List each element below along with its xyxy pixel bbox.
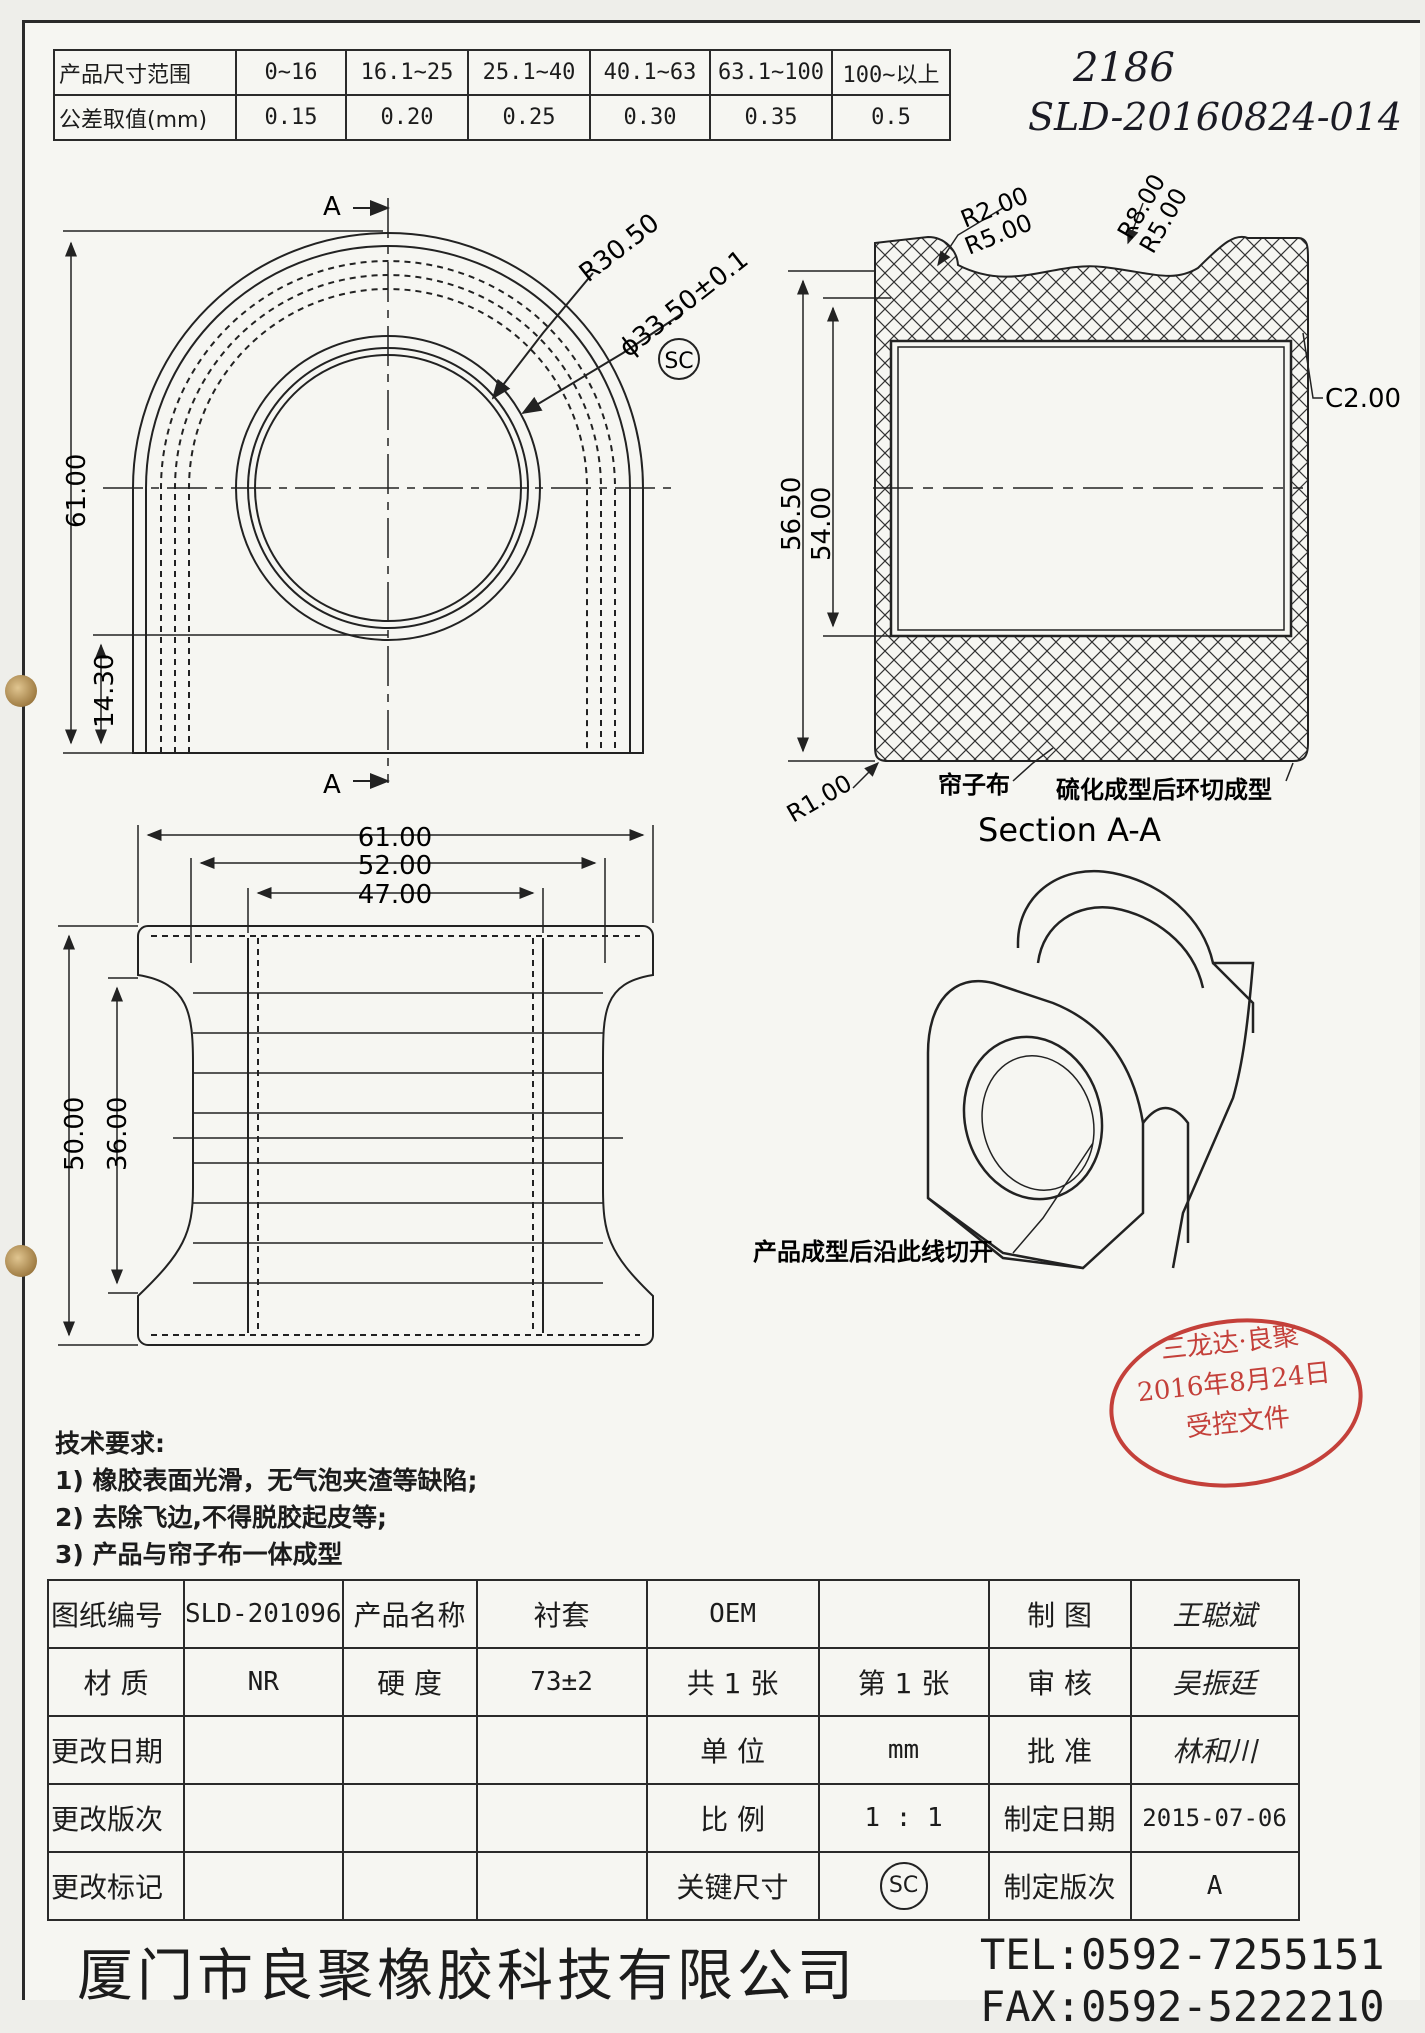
key-dim-label: 关键尺寸 — [645, 1851, 820, 1921]
handwritten-number: 2186 — [1073, 45, 1175, 91]
range-cell: 63.1~100 — [709, 49, 833, 96]
unit: mm — [817, 1715, 990, 1785]
side-overall-width: 61.00 — [358, 823, 432, 853]
center-height-label: 14.30 — [90, 654, 120, 728]
outer-radius-label: R30.50 — [574, 208, 665, 289]
section-corner-radius: R1.00 — [782, 769, 857, 828]
company-contact: TEL:0592-7255151 FAX:0592-5222210 — [980, 1929, 1385, 2033]
note-item: 3) 产品与帘子布一体成型 — [55, 1540, 343, 1569]
empty-cell — [183, 1783, 344, 1853]
side-overall-height: 50.00 — [60, 1097, 90, 1171]
drawing-no-label: 图纸编号 — [47, 1579, 185, 1649]
notes-title: 技术要求: — [55, 1429, 165, 1458]
range-cell: 16.1~25 — [345, 49, 469, 96]
fabric-label: 帘子布 — [938, 771, 1010, 799]
unit-label: 单 位 — [645, 1715, 820, 1785]
company-name: 厦门市良聚橡胶科技有限公司 — [77, 1944, 857, 2009]
tol-cell: 0.5 — [831, 94, 951, 141]
company-fax: FAX:0592-5222210 — [980, 1982, 1385, 2031]
empty-cell — [183, 1851, 344, 1921]
empty-cell — [817, 1579, 990, 1649]
section-view — [788, 202, 1323, 789]
section-outer-length: 56.50 — [777, 477, 807, 551]
drawing-sheet: 产品尺寸范围 0~16 16.1~25 25.1~40 40.1~63 63.1… — [5, 20, 1420, 2031]
empty-cell — [341, 1715, 478, 1785]
material-label: 材 质 — [47, 1647, 185, 1717]
binder-hole-icon — [5, 675, 37, 707]
binder-hole-icon — [5, 1245, 37, 1277]
trim-label: 硫化成型后环切成型 — [1056, 776, 1272, 804]
oem-label: OEM — [645, 1579, 820, 1649]
drawn-label: 制 图 — [987, 1579, 1132, 1649]
approve-signature: 林和川 — [1129, 1715, 1300, 1785]
title-block: 图纸编号 SLD-201096 产品名称 衬套 OEM 制 图 王聪斌 材 质 … — [47, 1579, 1300, 1921]
note-item: 1) 橡胶表面光滑，无气泡夹渣等缺陷; — [55, 1466, 478, 1495]
range-cell: 40.1~63 — [589, 49, 711, 96]
drawn-signature: 王聪斌 — [1129, 1579, 1300, 1649]
made-version: A — [1129, 1851, 1300, 1921]
tol-label: 公差取值(mm) — [53, 94, 237, 141]
range-cell: 0~16 — [235, 49, 347, 96]
section-mark-bottom: A — [323, 770, 341, 800]
sheets-total: 共 1 张 — [645, 1647, 820, 1717]
section-title: Section A-A — [978, 811, 1161, 849]
section-inner-length: 54.00 — [807, 487, 837, 561]
change-mark-label: 更改标记 — [47, 1851, 185, 1921]
product-name: 衬套 — [475, 1579, 648, 1649]
made-version-label: 制定版次 — [987, 1851, 1132, 1921]
cut-note: 产品成型后沿此线切开 — [753, 1238, 993, 1266]
section-mark-top: A — [323, 192, 341, 222]
review-label: 审 核 — [987, 1647, 1132, 1717]
tol-cell: 0.25 — [467, 94, 591, 141]
approve-label: 批 准 — [987, 1715, 1132, 1785]
section-chamfer: C2.00 — [1325, 384, 1401, 414]
isometric-view — [926, 869, 1255, 1270]
front-height-label: 61.00 — [62, 454, 92, 528]
scale: 1 : 1 — [817, 1783, 990, 1853]
note-item: 2) 去除飞边,不得脱胶起皮等; — [55, 1503, 388, 1532]
empty-cell — [183, 1715, 344, 1785]
hardness: 73±2 — [475, 1647, 648, 1717]
front-key-mark: SC — [664, 349, 693, 374]
side-view — [58, 825, 654, 1346]
made-date-label: 制定日期 — [987, 1783, 1132, 1853]
side-groove-width: 52.00 — [358, 851, 432, 881]
tol-cell: 0.35 — [709, 94, 833, 141]
technical-requirements: 技术要求: 1) 橡胶表面光滑，无气泡夹渣等缺陷; 2) 去除飞边,不得脱胶起皮… — [55, 1425, 478, 1573]
tolerance-range-row: 产品尺寸范围 0~16 16.1~25 25.1~40 40.1~63 63.1… — [53, 49, 951, 96]
handwritten-doc-code: SLD-20160824-014 — [1028, 95, 1403, 139]
range-cell: 25.1~40 — [467, 49, 591, 96]
review-signature: 吴振廷 — [1129, 1647, 1300, 1717]
empty-cell — [341, 1851, 478, 1921]
empty-cell — [475, 1715, 648, 1785]
technical-drawing: A A R30.50 ϕ33.50±0.1 SC 61.00 14.30 R2.… — [58, 169, 1401, 1346]
scale-label: 比 例 — [645, 1783, 820, 1853]
tolerance-table: 产品尺寸范围 0~16 16.1~25 25.1~40 40.1~63 63.1… — [53, 49, 951, 141]
empty-cell — [341, 1783, 478, 1853]
sheet-no: 第 1 张 — [817, 1647, 990, 1717]
product-name-label: 产品名称 — [341, 1579, 478, 1649]
hardness-label: 硬 度 — [341, 1647, 478, 1717]
range-cell: 100~以上 — [831, 49, 951, 96]
empty-cell — [475, 1783, 648, 1853]
made-date: 2015-07-06 — [1129, 1783, 1300, 1853]
material: NR — [183, 1647, 344, 1717]
bore-diameter-label: ϕ33.50±0.1 — [614, 245, 754, 364]
empty-cell — [475, 1851, 648, 1921]
drawing-no: SLD-201096 — [183, 1579, 344, 1649]
tol-cell: 0.20 — [345, 94, 469, 141]
company-tel: TEL:0592-7255151 — [980, 1930, 1385, 1979]
side-inner-width: 47.00 — [358, 880, 432, 910]
key-dim-cell: SC — [817, 1851, 990, 1921]
side-groove-height: 36.00 — [103, 1097, 133, 1171]
tolerance-value-row: 公差取值(mm) 0.15 0.20 0.25 0.30 0.35 0.5 — [53, 94, 951, 141]
tol-cell: 0.30 — [589, 94, 711, 141]
front-view — [63, 198, 700, 789]
key-dim-symbol: SC — [879, 1862, 928, 1910]
change-date-label: 更改日期 — [47, 1715, 185, 1785]
tol-cell: 0.15 — [235, 94, 347, 141]
change-version-label: 更改版次 — [47, 1783, 185, 1853]
range-label: 产品尺寸范围 — [53, 49, 237, 96]
